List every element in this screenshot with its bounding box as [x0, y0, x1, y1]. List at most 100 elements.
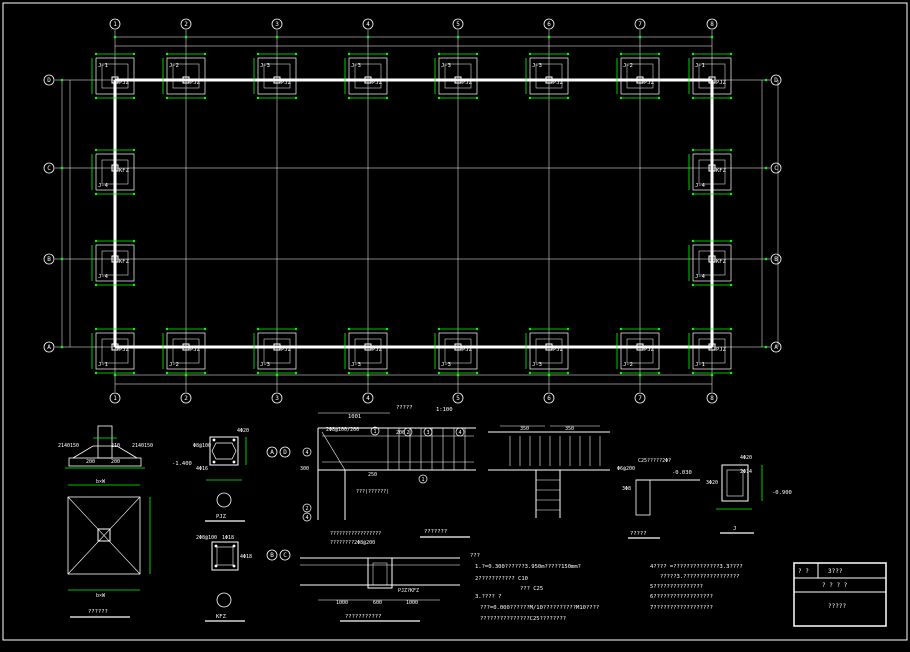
dim-dot: [203, 327, 207, 331]
dim-dot: [256, 327, 260, 331]
axis-bubble-left-B-circle: [43, 253, 55, 265]
side-marker-3: 4: [305, 515, 308, 521]
label-1: C25?????2Φ?: [638, 458, 671, 464]
dim-label-3: 4Φ18: [240, 554, 252, 560]
footing-tag: J-4: [98, 274, 109, 280]
dim-1: 1000: [336, 600, 348, 606]
footing-tag: J-3: [532, 63, 542, 69]
dim-dot: [657, 52, 661, 56]
axis-bubble-right-A-circle: [770, 341, 782, 353]
footing-base: [68, 457, 142, 467]
dim-dot: [566, 327, 570, 331]
note-left-2: 2??????????? C10: [475, 576, 528, 582]
dim-dot: [94, 283, 98, 287]
rebar-dot: [232, 438, 236, 442]
column-tag: PJZ: [190, 347, 201, 353]
label-2: 2Φ14: [740, 469, 752, 475]
axis-bubble-top-2-circle: [180, 18, 192, 30]
dim-tick-top: [184, 35, 188, 39]
dim-dot: [347, 371, 351, 375]
note-right-3: 6??????????????????: [650, 594, 713, 600]
axis-bubble-right-D-circle: [770, 74, 782, 86]
plan-top-dim: b×W: [96, 479, 106, 485]
label-2: ?????: [396, 405, 413, 411]
dim-dot: [294, 371, 298, 375]
footing-tag: J-1: [695, 362, 705, 368]
section-circle: [216, 492, 232, 508]
title-block-r2: ? ? ? ?: [822, 582, 848, 589]
dim-tick-bottom: [547, 373, 551, 377]
axis-bubble-bottom-3-circle: [271, 392, 283, 404]
axis-bubble-bottom-8-circle: [706, 392, 718, 404]
title-block: ? ? 3??? ? ? ? ? ?????: [793, 562, 887, 627]
dim-dot: [691, 96, 695, 100]
dim-tick-top: [275, 35, 279, 39]
dim-dot: [94, 52, 98, 56]
note-right-4: 7??????????????????: [650, 605, 713, 611]
dim-tick-right: [764, 257, 768, 261]
dim-dot: [657, 327, 661, 331]
axis-bubble-right-B-circle: [770, 253, 782, 265]
dim-dot: [256, 96, 260, 100]
footing-tag: J-4: [695, 274, 706, 280]
footing-outline: [166, 57, 206, 95]
axis-bubble-left-C-circle: [43, 162, 55, 174]
column-outline: [211, 541, 239, 571]
footing-step: [354, 63, 382, 89]
dim-tick-bottom: [113, 373, 117, 377]
plan-bottom-dim: b×W: [96, 593, 106, 599]
dim-tick-left: [60, 345, 64, 349]
footing-step: [698, 159, 726, 185]
axis-d-label: D: [283, 449, 287, 456]
footing-tag: J-3: [260, 362, 270, 368]
dim-dot: [94, 239, 98, 243]
footing-tag: J-3: [260, 63, 270, 69]
marker-circle: [302, 503, 312, 513]
caption: KFZ: [216, 614, 227, 620]
elevation: -1.400: [172, 461, 192, 467]
dim-2: 600: [373, 600, 382, 606]
column-tag: PJZ: [553, 80, 564, 86]
dim-tick-right: [764, 78, 768, 82]
column-mark: [182, 343, 190, 351]
stirrup: [211, 442, 237, 460]
dim-dot: [528, 52, 532, 56]
footing-outline: [438, 332, 478, 370]
dim-dot: [132, 52, 136, 56]
label-1: 4Φ20: [740, 455, 752, 461]
dim-dot: [256, 52, 260, 56]
dim-dot: [132, 239, 136, 243]
footing-tag: J-3: [441, 63, 451, 69]
caption: J: [733, 526, 736, 532]
dim-dot: [691, 327, 695, 331]
column-mark: [182, 76, 190, 84]
axis-bubble-left-D-label: D: [47, 77, 51, 84]
axis-bubble-bottom-4-label: 4: [366, 395, 370, 402]
label-3: 3Φ8: [622, 486, 631, 492]
axis-c-label: C: [283, 552, 287, 559]
dim-dot: [165, 96, 169, 100]
column-tag: PJZ: [716, 347, 727, 353]
rebar-dot: [232, 544, 236, 548]
column-mark: [545, 76, 553, 84]
right-dim: 2140150: [132, 443, 153, 449]
footing-tag: J-4: [695, 183, 706, 189]
marker-circle: [403, 427, 413, 437]
side-marker-1: 4: [305, 450, 308, 456]
dim-dot: [729, 52, 733, 56]
dim-dot: [691, 192, 695, 196]
axis-bubble-left-A-label: A: [47, 344, 51, 351]
footing-step: [172, 338, 200, 364]
dim-dot: [94, 192, 98, 196]
column-tag: PJZ: [119, 347, 130, 353]
dim-dot: [347, 96, 351, 100]
general-notes: ??? 1.?=0.300??????3.950m?????150mm? 2??…: [470, 553, 743, 622]
axis-bubble-top-5-label: 5: [456, 21, 460, 28]
